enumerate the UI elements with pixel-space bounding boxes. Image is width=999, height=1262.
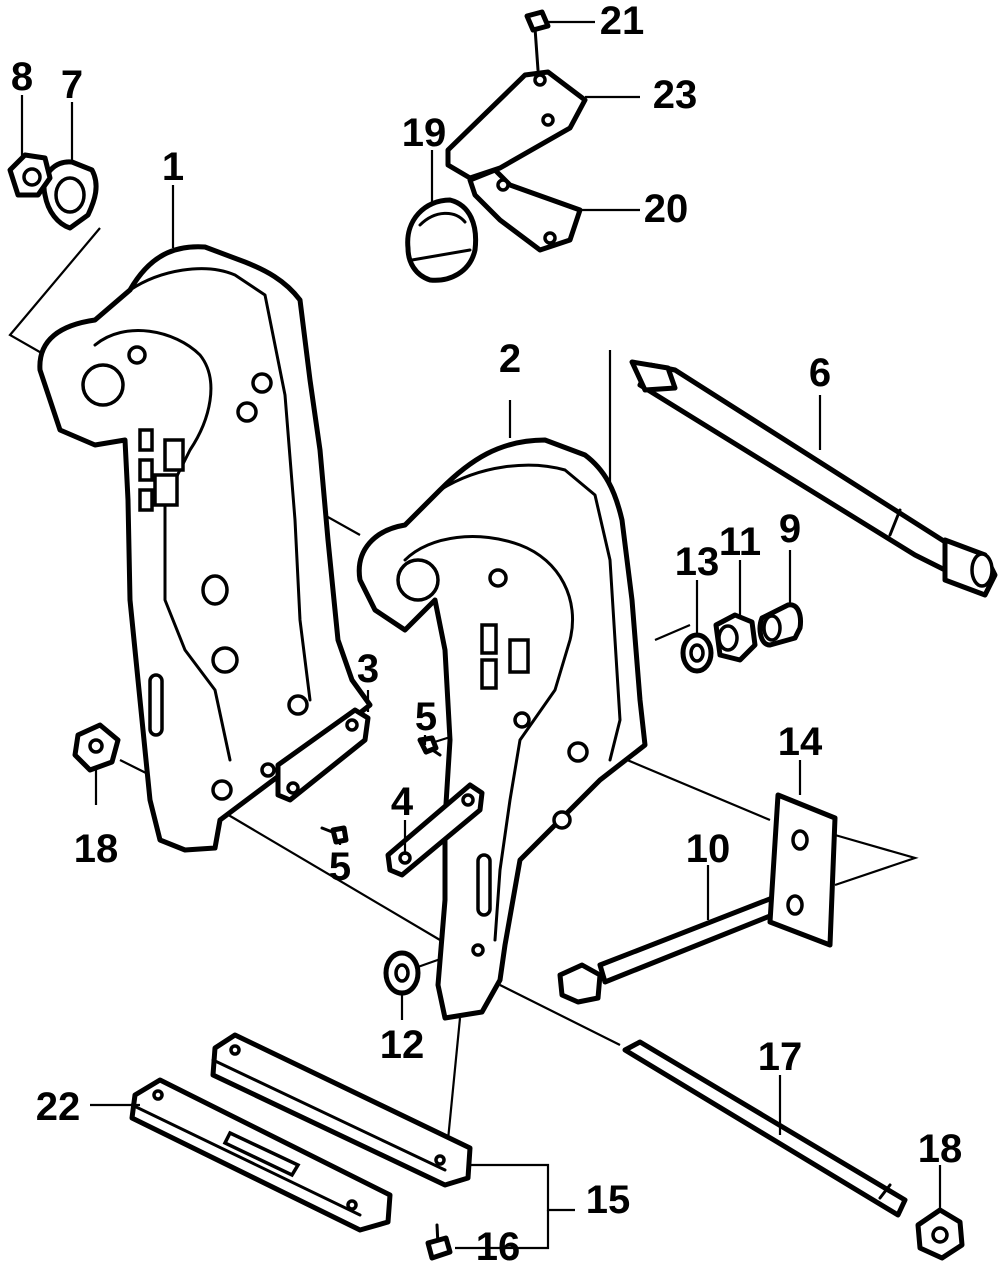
part-22-pad xyxy=(129,1077,393,1233)
part-4-plate xyxy=(385,782,485,878)
part-2-clamp-bracket xyxy=(356,437,648,1021)
part-3-plate xyxy=(275,707,371,803)
part-13-washer xyxy=(680,632,714,674)
part-10-bolt xyxy=(557,892,788,1005)
callout-22: 22 xyxy=(36,1085,81,1129)
part-15-pad xyxy=(210,1032,473,1188)
leader-lines xyxy=(20,20,942,1250)
callout-18-right: 18 xyxy=(918,1127,963,1171)
callout-14: 14 xyxy=(778,720,823,764)
callout-17: 17 xyxy=(758,1035,803,1079)
callout-13: 13 xyxy=(675,540,720,584)
callout-1: 1 xyxy=(162,145,184,189)
part-5-screw-b xyxy=(320,825,349,845)
callout-2: 2 xyxy=(499,337,521,381)
callout-5-lower: 5 xyxy=(329,845,351,889)
part-17-rod xyxy=(622,1039,908,1218)
callout-16: 16 xyxy=(476,1225,521,1262)
callout-6: 6 xyxy=(809,351,831,395)
callout-10: 10 xyxy=(686,827,731,871)
callout-11: 11 xyxy=(719,520,761,564)
part-7-gasket xyxy=(41,159,99,231)
callout-18-left: 18 xyxy=(74,827,119,871)
callout-12: 12 xyxy=(380,1023,425,1067)
part-18-nut-b xyxy=(915,1207,965,1261)
callout-21: 21 xyxy=(600,0,645,43)
part-14-plate xyxy=(767,792,838,948)
callout-labels: 1 2 3 4 5 5 6 7 8 9 10 11 12 13 14 15 16… xyxy=(11,0,962,1262)
part-18-nut-a xyxy=(72,722,121,773)
part-20-bracket xyxy=(467,167,583,253)
callout-20: 20 xyxy=(644,187,689,231)
part-9-bushing xyxy=(757,602,803,648)
part-11-nut xyxy=(713,612,758,663)
callout-9: 9 xyxy=(779,507,801,551)
part-16-screw xyxy=(425,1223,453,1261)
part-12-washer xyxy=(383,950,421,996)
part-19-cap xyxy=(405,197,479,283)
callout-5-upper: 5 xyxy=(415,695,437,739)
callout-15: 15 xyxy=(586,1178,631,1222)
callout-8: 8 xyxy=(11,55,33,99)
callout-4: 4 xyxy=(391,780,414,824)
part-6-tilt-tube xyxy=(629,359,998,598)
callout-3: 3 xyxy=(357,647,379,691)
callout-19: 19 xyxy=(402,111,447,155)
part-23-bracket xyxy=(445,69,588,181)
part-21-screw xyxy=(524,9,551,72)
callout-7: 7 xyxy=(61,63,83,107)
part-8-nut xyxy=(7,152,53,198)
part-1-clamp-bracket xyxy=(37,244,373,853)
callout-23: 23 xyxy=(653,73,698,117)
